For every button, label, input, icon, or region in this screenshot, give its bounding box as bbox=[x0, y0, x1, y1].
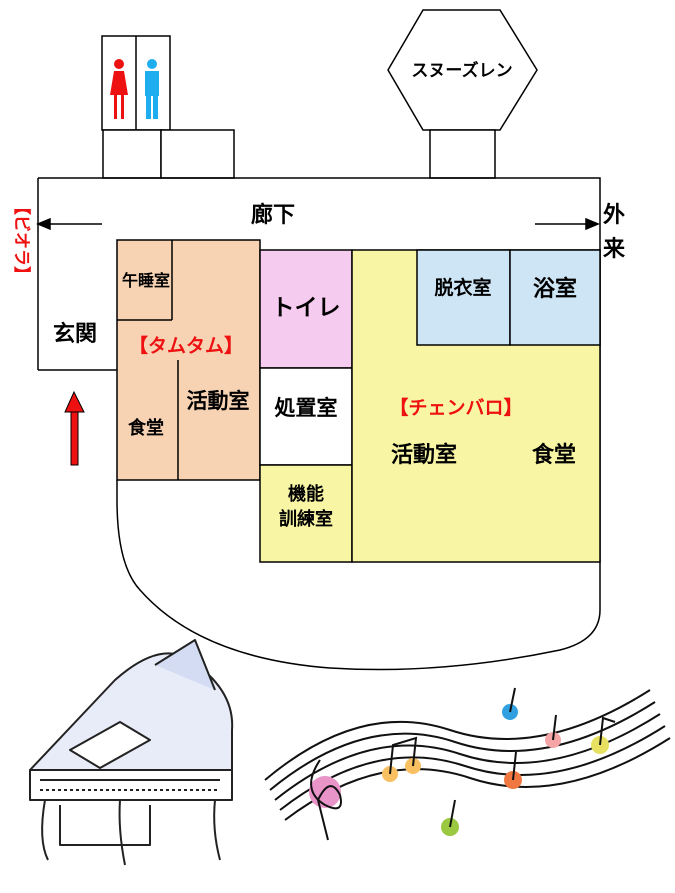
grand-piano-illustration bbox=[29, 639, 234, 866]
restroom-stall bbox=[102, 129, 162, 179]
corridor-label: 廊下 bbox=[251, 202, 295, 228]
restroom-stall bbox=[160, 129, 235, 179]
training-label-2: 訓練室 bbox=[279, 508, 333, 530]
entrance-arrow-icon bbox=[64, 390, 85, 466]
dressing-room bbox=[416, 249, 511, 346]
tamutamu-label: 【タムタム】 bbox=[129, 334, 243, 357]
music-notes-illustration bbox=[264, 687, 671, 841]
treatment-label: 処置室 bbox=[275, 396, 338, 420]
corridor-arrow-left bbox=[36, 217, 102, 231]
outside-right-label-2: 来 bbox=[602, 237, 626, 262]
cem-dining-label: 食堂 bbox=[532, 442, 576, 468]
cem-activity-label: 活動室 bbox=[391, 442, 457, 468]
bath-room bbox=[509, 249, 601, 346]
toilet-label: トイレ bbox=[272, 295, 341, 321]
restroom-sign bbox=[101, 35, 171, 131]
treatment-room bbox=[259, 367, 353, 466]
training-label-1: 機能 bbox=[288, 483, 324, 505]
bath-label: 浴室 bbox=[533, 276, 577, 302]
outside-left-label: 【ビオラ】 bbox=[11, 198, 32, 283]
dressing-label: 脱衣室 bbox=[434, 276, 491, 299]
outside-right-label: 外 bbox=[603, 202, 625, 228]
building-outline bbox=[38, 177, 601, 671]
snoezelen-label: スヌーズレン bbox=[411, 60, 512, 81]
male-restroom-icon bbox=[145, 59, 159, 119]
snoezelen-room bbox=[387, 9, 538, 179]
nap-room-label: 午睡室 bbox=[122, 271, 170, 290]
toilet-area bbox=[259, 249, 353, 369]
tam-dining-label: 食堂 bbox=[127, 417, 164, 439]
training-room bbox=[259, 464, 353, 563]
outside-right-text: 外 bbox=[603, 202, 625, 228]
entrance-label: 玄関 bbox=[53, 321, 97, 347]
corridor-arrow-right bbox=[535, 217, 600, 231]
female-restroom-icon bbox=[110, 59, 128, 119]
cembalo-label: 【チェンバロ】 bbox=[389, 396, 522, 419]
tam-activity-label: 活動室 bbox=[187, 389, 250, 413]
